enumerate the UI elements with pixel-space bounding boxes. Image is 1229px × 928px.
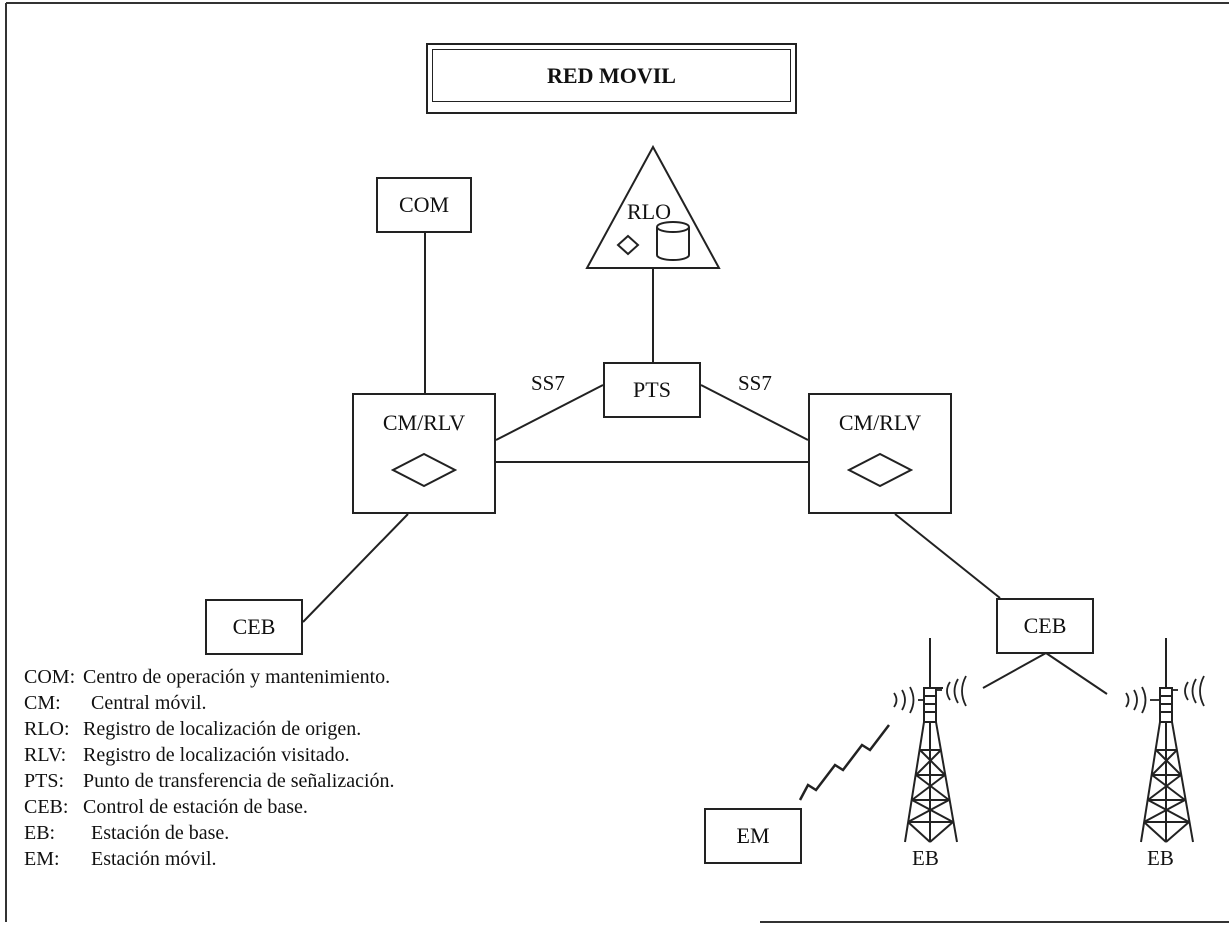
em-label: EM	[736, 823, 770, 848]
link-ceb-eb-left	[982, 652, 1047, 689]
com-node: COM	[376, 177, 472, 233]
legend-item: PTS: Punto de transferencia de señalizac…	[24, 768, 395, 794]
legend-abbr: EM:	[24, 848, 60, 870]
legend-item: RLO: Registro de localización de origen.	[24, 716, 395, 742]
ss7-left-label: SS7	[531, 371, 565, 395]
ceb-right-label: CEB	[1023, 613, 1067, 638]
com-label: COM	[398, 192, 450, 217]
legend-definition: Registro de localización de origen.	[83, 718, 362, 740]
radio-waves-icon	[893, 675, 967, 714]
legend-abbr: PTS:	[24, 770, 65, 792]
eb-right-label: EB	[1147, 846, 1174, 870]
radio-waves-icon	[1125, 675, 1205, 714]
legend-abbr: COM:	[24, 666, 76, 688]
legend-abbr: CEB:	[24, 796, 69, 818]
em-node: EM	[704, 808, 802, 864]
link-cm-ceb-right	[894, 513, 1001, 599]
cm-rlv-left-label: CM/RLV	[382, 410, 466, 435]
legend-item: CEB: Control de estación de base.	[24, 794, 395, 820]
link-pts-cm-left	[495, 384, 604, 441]
legend-item: EM: Estación móvil.	[24, 846, 395, 872]
ceb-left-node: CEB	[205, 599, 303, 655]
legend-definition: Estación de base.	[91, 822, 230, 844]
link-cm-ceb-left	[302, 513, 409, 623]
link-ceb-eb-right	[1045, 652, 1108, 695]
legend-abbr: CM:	[24, 692, 61, 714]
legend-definition: Centro de operación y mantenimiento.	[83, 666, 391, 688]
legend-item: CM: Central móvil.	[24, 690, 395, 716]
rlo-label: RLO	[627, 199, 671, 224]
legend-item: COM: Centro de operación y mantenimiento…	[24, 664, 395, 690]
rlo-diamond-icon	[616, 234, 640, 256]
ceb-right-node: CEB	[996, 598, 1094, 654]
legend-item: RLV: Registro de localización visitado.	[24, 742, 395, 768]
eb-left-label: EB	[912, 846, 939, 870]
pts-node: PTS	[603, 362, 701, 418]
database-icon	[656, 221, 690, 261]
legend-abbr: RLO:	[24, 718, 70, 740]
legend: COM: Centro de operación y mantenimiento…	[24, 664, 395, 872]
link-pts-cm-right	[700, 384, 809, 441]
ss7-right-label: SS7	[738, 371, 772, 395]
legend-definition: Registro de localización visitado.	[83, 744, 350, 766]
cm-rlv-left-node: CM/RLV	[352, 393, 496, 514]
legend-abbr: RLV:	[24, 744, 67, 766]
legend-definition: Central móvil.	[91, 692, 207, 714]
radio-link-icon	[798, 724, 890, 801]
pts-label: PTS	[633, 377, 671, 402]
legend-definition: Punto de transferencia de señalización.	[83, 770, 395, 792]
legend-item: EB: Estación de base.	[24, 820, 395, 846]
tower-icon	[1140, 638, 1194, 843]
tower-icon	[904, 638, 958, 843]
diagram-title: RED MOVIL	[432, 49, 791, 102]
legend-definition: Estación móvil.	[91, 848, 217, 870]
legend-definition: Control de estación de base.	[83, 796, 308, 818]
diamond-icon	[391, 452, 457, 488]
ceb-left-label: CEB	[232, 614, 276, 639]
diamond-icon	[847, 452, 913, 488]
legend-abbr: EB:	[24, 822, 56, 844]
cm-rlv-right-label: CM/RLV	[838, 410, 922, 435]
diagram-title-box: RED MOVIL	[426, 43, 797, 114]
